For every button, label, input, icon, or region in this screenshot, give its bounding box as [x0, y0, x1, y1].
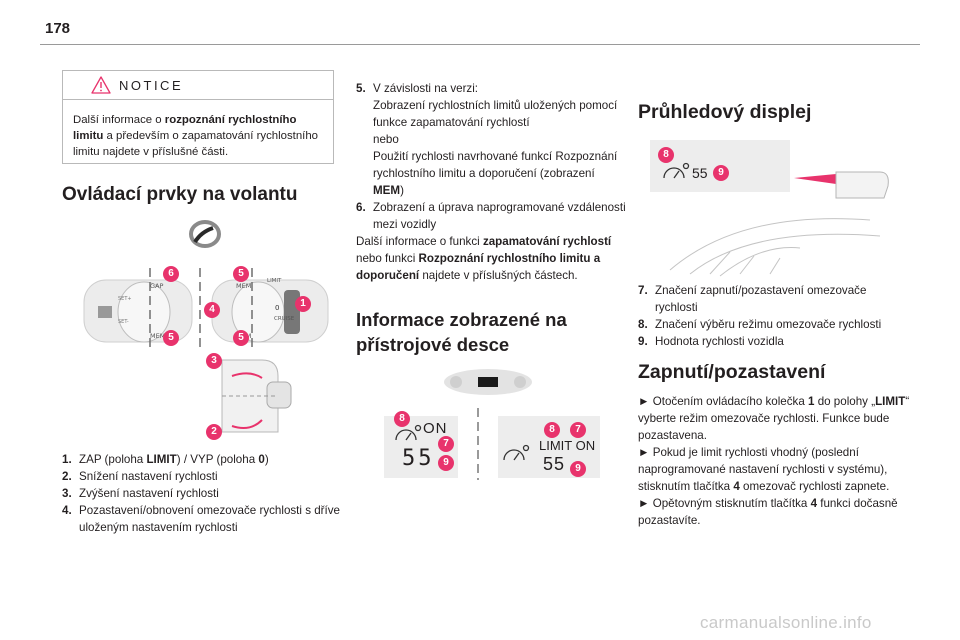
- callout-badge: 1: [295, 296, 311, 312]
- svg-text:SET-: SET-: [118, 319, 129, 325]
- callout-badge: 7: [438, 436, 454, 452]
- callout-badge: 8: [658, 147, 674, 163]
- further-info-paragraph: Další informace o funkci zapamatování ry…: [356, 235, 612, 282]
- callout-badge: 9: [438, 455, 454, 471]
- bullet-item: ► Opětovným stisknutím tlačítka 4 funkci…: [638, 497, 898, 527]
- watermark-text: carmanualsonline.info: [700, 613, 872, 632]
- page-number: 178: [45, 20, 71, 37]
- list-item: 1.ZAP (poloha LIMIT) / VYP (poloha 0): [62, 453, 269, 466]
- hud-speed-value: 55: [692, 165, 708, 181]
- list-item: 5.V závislosti na verzi: Zobrazení rychl…: [356, 82, 618, 197]
- right-mode-text: LIMIT ON: [539, 438, 596, 453]
- callout-badge: 9: [713, 165, 729, 181]
- speedometer-icon: [503, 444, 530, 461]
- callout-badge: 7: [570, 422, 586, 438]
- right-speed-value: 55: [543, 454, 566, 474]
- steering-wheel-icon: [189, 220, 221, 248]
- notice-title: NOTICE: [119, 78, 184, 93]
- callout-badge: 4: [204, 302, 220, 318]
- toggle-heading: Zapnutí/pozastavení: [638, 361, 826, 383]
- controls-list-continued: 5.V závislosti na verzi: Zobrazení rychl…: [356, 80, 626, 233]
- right-control-panel: MEM MEM LIMIT CRUISE 0: [211, 278, 329, 343]
- bullet-arrow-icon: ►: [638, 395, 650, 408]
- hud-figure: [650, 140, 889, 277]
- notice-header: NOTICE: [63, 71, 333, 100]
- svg-text:SET+: SET+: [118, 296, 132, 302]
- list-item: 7.Značení zapnutí/pozastavení omezovače …: [638, 284, 867, 314]
- lower-stalk-figure: [221, 359, 292, 433]
- instrument-cluster-icon: [444, 369, 532, 395]
- left-status-text: ON: [423, 420, 448, 437]
- steering-controls-figure: GAP MEM SET+ SET- MEM MEM LIMIT CRUISE 0: [83, 220, 329, 433]
- callout-badge: 3: [206, 353, 222, 369]
- notice-text: Další informace o rozpoznání rychlostníh…: [73, 114, 319, 158]
- warning-triangle-icon: [91, 76, 111, 94]
- svg-text:MEM: MEM: [236, 282, 251, 290]
- list-item: 4.Pozastavení/obnovení omezovače rychlos…: [62, 504, 340, 534]
- bullet-item: ► Pokud je limit rychlosti vhodný (posle…: [638, 446, 890, 493]
- callout-badge: 8: [544, 422, 560, 438]
- list-item: 6.Zobrazení a úprava naprogramované vzdá…: [356, 201, 626, 231]
- controls-heading: Ovládací prvky na volantu: [62, 184, 298, 205]
- left-control-panel: GAP MEM SET+ SET-: [83, 279, 193, 343]
- top-divider: [40, 44, 920, 45]
- list-item: 3.Zvýšení nastavení rychlosti: [62, 487, 219, 500]
- hud-heading: Průhledový displej: [638, 101, 812, 123]
- callout-badge: 5: [163, 330, 179, 346]
- bullet-arrow-icon: ►: [638, 497, 650, 510]
- callout-badge: 6: [163, 266, 179, 282]
- bullet-item: ► Otočením ovládacího kolečka 1 do poloh…: [638, 395, 910, 442]
- left-speed-value: 55: [402, 446, 435, 471]
- list-item: 8.Značení výběru režimu omezovače rychlo…: [638, 318, 882, 331]
- callout-badge: 5: [233, 266, 249, 282]
- callout-badge: 2: [206, 424, 222, 440]
- svg-text:GAP: GAP: [150, 282, 163, 290]
- callout-badge: 8: [394, 411, 410, 427]
- callout-badge: 9: [570, 461, 586, 477]
- controls-list: 1.ZAP (poloha LIMIT) / VYP (poloha 0) 2.…: [62, 451, 340, 536]
- hud-list: 7.Značení zapnutí/pozastavení omezovače …: [638, 282, 908, 350]
- svg-text:0: 0: [275, 304, 279, 312]
- notice-box: NOTICE Další informace o rozpoznání rych…: [62, 70, 334, 164]
- list-item: 2.Snížení nastavení rychlosti: [62, 470, 218, 483]
- toggle-bullets: ► Otočením ovládacího kolečka 1 do poloh…: [638, 393, 910, 529]
- speedometer-icon: [395, 424, 422, 441]
- svg-text:CRUISE: CRUISE: [274, 316, 295, 322]
- svg-text:LIMIT: LIMIT: [267, 278, 282, 284]
- svg-text:MEM: MEM: [150, 332, 165, 340]
- bullet-arrow-icon: ►: [638, 446, 650, 459]
- list-item: 9.Hodnota rychlosti vozidla: [638, 335, 784, 348]
- speedometer-icon: [663, 162, 690, 179]
- callout-badge: 5: [233, 330, 249, 346]
